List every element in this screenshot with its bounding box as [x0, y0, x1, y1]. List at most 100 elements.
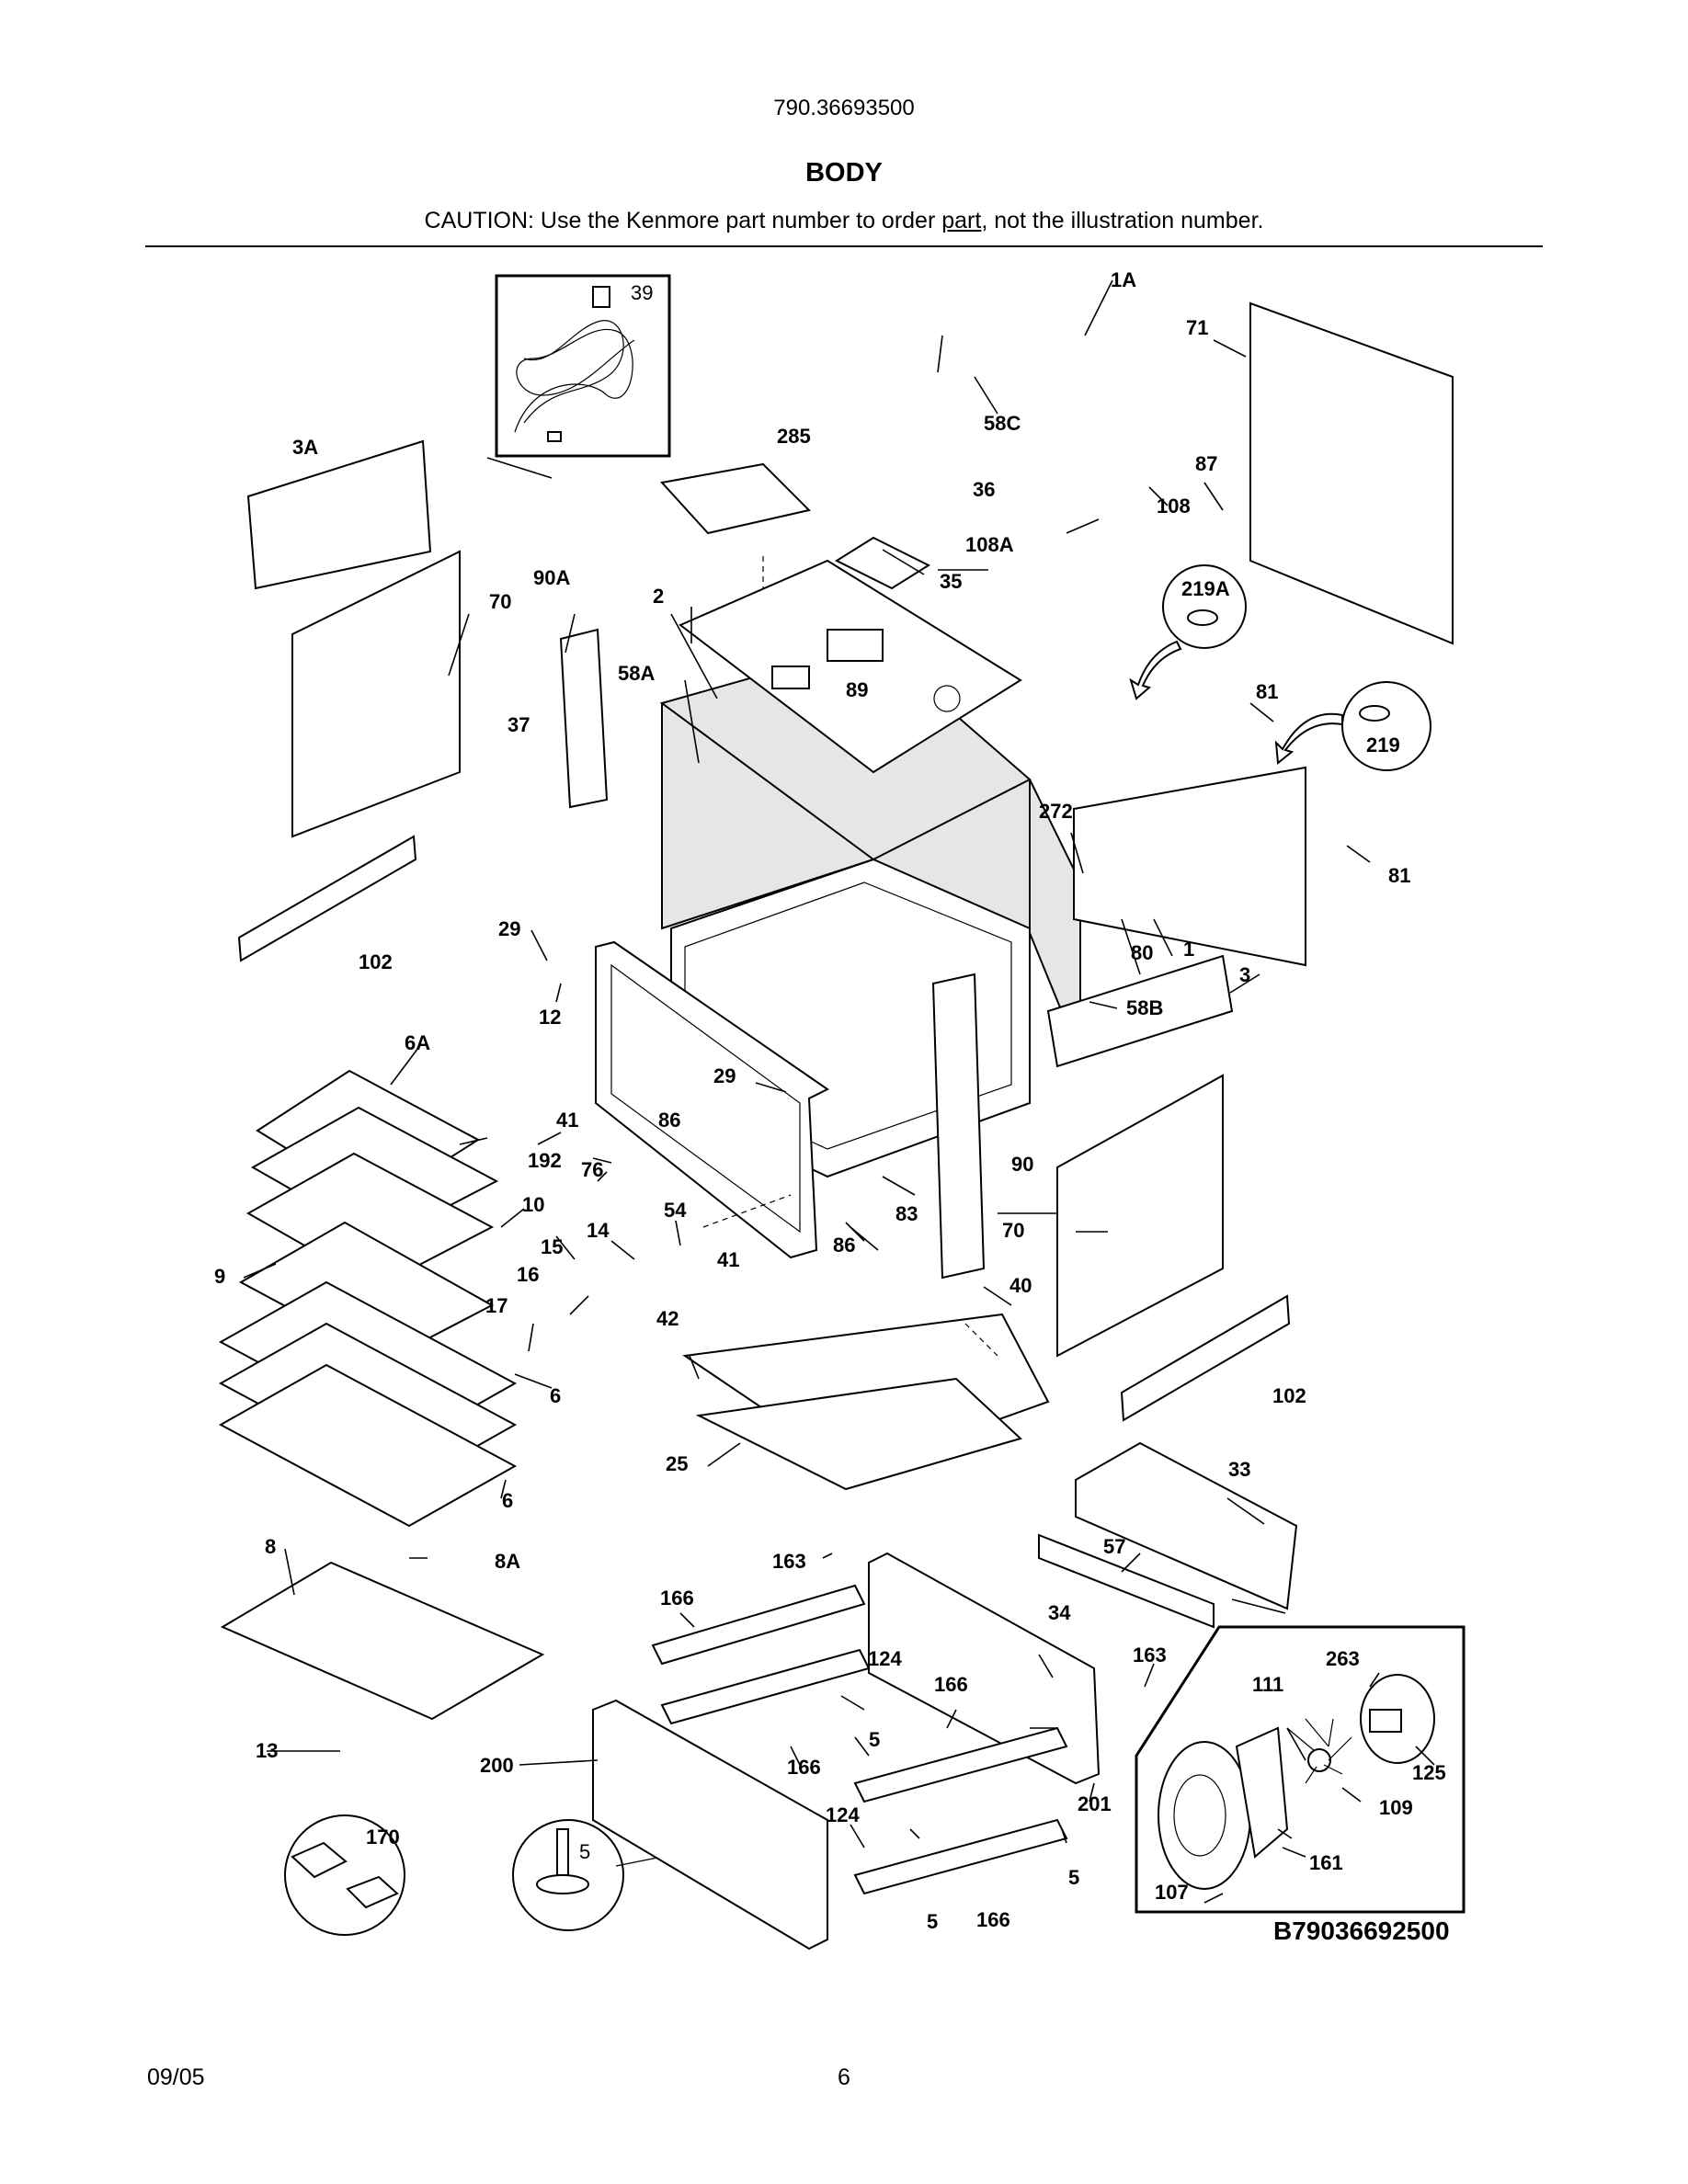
callout-109: 109: [1379, 1796, 1413, 1819]
model-number: 790.36693500: [773, 96, 915, 120]
callout-39: 39: [631, 281, 653, 304]
callout-25: 25: [666, 1452, 688, 1475]
callout-15: 15: [541, 1235, 563, 1258]
callout-34: 34: [1048, 1601, 1071, 1624]
callout-6-lower: 6: [502, 1489, 513, 1512]
callout-41-upper: 41: [556, 1109, 578, 1132]
callout-124-upper: 124: [868, 1647, 902, 1670]
callout-54: 54: [664, 1199, 687, 1222]
top-panel: [660, 462, 1022, 774]
caution-underlined: part: [941, 208, 982, 233]
callout-107: 107: [1155, 1881, 1189, 1904]
callout-86-lower: 86: [833, 1234, 855, 1257]
callout-37: 37: [508, 713, 530, 736]
caution-suffix: , not the illustration number.: [981, 208, 1264, 233]
callout-89: 89: [846, 678, 868, 701]
caution-prefix: CAUTION: Use the Kenmore part number to …: [424, 208, 942, 233]
callout-163-left: 163: [772, 1550, 806, 1573]
callout-13: 13: [256, 1739, 278, 1762]
callout-219A: 219A: [1181, 577, 1230, 600]
callout-58A: 58A: [618, 662, 655, 685]
oven-racks: [218, 1069, 545, 1721]
callout-6-upper: 6: [550, 1384, 561, 1407]
callout-58B: 58B: [1126, 996, 1163, 1019]
callout-166-bottom: 166: [976, 1908, 1010, 1931]
callout-192: 192: [528, 1149, 562, 1172]
side-panels: [237, 301, 1454, 1422]
callout-36: 36: [973, 478, 995, 501]
callout-42: 42: [656, 1307, 679, 1330]
callout-16: 16: [517, 1263, 539, 1286]
callout-9: 9: [214, 1265, 225, 1288]
footer-date: 09/05: [147, 2065, 205, 2090]
leader-lines: [243, 279, 1435, 1904]
callout-6A: 6A: [405, 1031, 430, 1054]
callout-1: 1: [1183, 938, 1194, 961]
callout-2: 2: [653, 585, 664, 608]
callout-108: 108: [1157, 495, 1191, 518]
callout-35: 35: [940, 570, 962, 593]
callout-102-left: 102: [359, 950, 393, 973]
callout-166-lower-mid: 166: [787, 1756, 821, 1779]
callout-29-inner: 29: [713, 1064, 736, 1087]
callout-87: 87: [1195, 452, 1217, 475]
callout-102-right: 102: [1272, 1384, 1306, 1407]
callout-163-right: 163: [1133, 1644, 1167, 1666]
callout-17: 17: [485, 1294, 508, 1317]
callout-5-right: 5: [1068, 1866, 1079, 1889]
callout-8A: 8A: [495, 1550, 520, 1573]
callout-83: 83: [895, 1202, 918, 1225]
page-number: 6: [838, 2065, 850, 2090]
callout-90A: 90A: [533, 566, 570, 589]
section-title: BODY: [805, 158, 883, 188]
door-frame-parts: [559, 628, 1234, 1280]
callout-125: 125: [1412, 1761, 1446, 1784]
callout-29-left: 29: [498, 917, 520, 940]
callout-272: 272: [1039, 800, 1073, 823]
callout-263: 263: [1326, 1647, 1360, 1670]
drawer-frame: [592, 1313, 1298, 1951]
callout-10: 10: [522, 1193, 544, 1216]
drawing-number: B79036692500: [1273, 1917, 1450, 1945]
header-rule: [145, 245, 1543, 247]
callout-70-upper: 70: [489, 590, 511, 613]
inset-circle-pads: [284, 1814, 405, 1936]
callout-81-lower: 81: [1388, 864, 1410, 887]
callout-108A: 108A: [965, 533, 1014, 556]
callout-58C: 58C: [984, 412, 1021, 435]
callout-219: 219: [1366, 734, 1400, 756]
callout-170: 170: [366, 1826, 400, 1848]
callout-76: 76: [581, 1158, 603, 1181]
callout-5-inset: 5: [579, 1840, 590, 1863]
callout-285: 285: [777, 425, 811, 448]
callout-80: 80: [1131, 941, 1153, 964]
callout-33: 33: [1228, 1458, 1250, 1481]
callout-12: 12: [539, 1006, 561, 1029]
callout-70-right: 70: [1002, 1219, 1024, 1242]
callout-161: 161: [1309, 1851, 1343, 1874]
callout-166-mid: 166: [934, 1673, 968, 1696]
callout-3: 3: [1239, 963, 1250, 986]
callout-86-upper: 86: [658, 1109, 680, 1132]
caution-note: CAUTION: Use the Kenmore part number to …: [0, 208, 1688, 234]
callout-1A: 1A: [1111, 268, 1136, 291]
callout-200: 200: [480, 1754, 514, 1777]
callout-40: 40: [1009, 1274, 1032, 1297]
callout-90: 90: [1011, 1153, 1033, 1176]
callout-3A: 3A: [292, 436, 318, 459]
callout-124-lower: 124: [826, 1803, 860, 1826]
callout-111: 111: [1252, 1673, 1283, 1696]
callout-166-upper: 166: [660, 1587, 694, 1610]
callout-8: 8: [265, 1535, 276, 1558]
inset-circle-leveler: [512, 1819, 663, 1931]
callout-81-upper: 81: [1256, 680, 1278, 703]
callout-57: 57: [1103, 1535, 1125, 1558]
callout-71: 71: [1186, 316, 1208, 339]
sensor-callout-circles: [1129, 564, 1431, 771]
inset-box-convection-fan: [1135, 1625, 1466, 1914]
callout-201: 201: [1078, 1792, 1112, 1815]
callout-5-bottom: 5: [927, 1910, 938, 1933]
exploded-parts-diagram: 1A 71 58C 39 3A 285 87 36 108 108A 35 70…: [214, 268, 1466, 1951]
callout-5-mid: 5: [869, 1728, 880, 1751]
callout-14: 14: [587, 1219, 610, 1242]
